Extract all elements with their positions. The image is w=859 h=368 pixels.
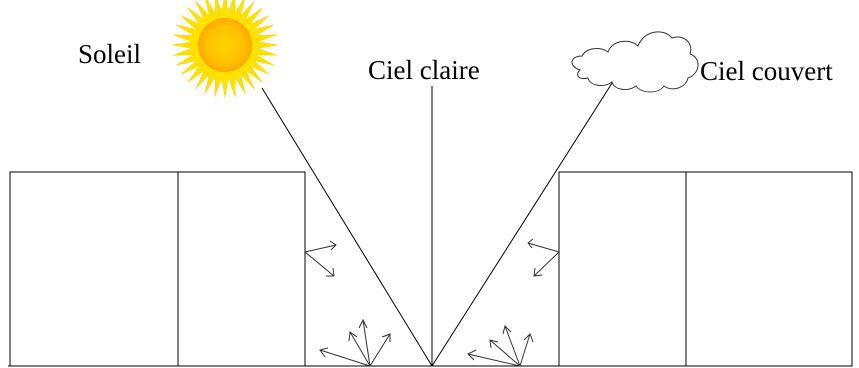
reflection-arrow — [528, 239, 559, 252]
left-building-outer — [10, 172, 305, 366]
reflection-arrow — [349, 332, 370, 366]
reflection-arrow — [370, 334, 390, 366]
left-wall-reflection-arrows — [305, 241, 336, 276]
reflection-arrow — [534, 252, 559, 276]
reflection-arrow — [320, 348, 370, 366]
left-street-reflection-arrows — [320, 320, 390, 366]
right-building — [559, 172, 852, 366]
right-wall-reflection-arrows — [528, 239, 559, 276]
reflection-arrow — [305, 241, 336, 252]
right-building-outer — [559, 172, 852, 366]
sun-icon — [172, 0, 278, 98]
overcast-sky-label: Ciel couvert — [700, 56, 833, 86]
left-building — [10, 172, 305, 366]
reflection-arrow — [468, 350, 520, 366]
cloud-icon — [572, 32, 698, 92]
right-street-reflection-arrows — [468, 326, 533, 366]
clear-sky-label: Ciel claire — [368, 55, 480, 85]
reflection-arrow — [520, 334, 533, 366]
reflection-arrow — [359, 320, 370, 366]
sun-label: Soleil — [78, 39, 141, 69]
reflection-arrow — [503, 326, 520, 366]
reflection-arrow — [305, 252, 334, 276]
sun-core — [198, 18, 252, 72]
